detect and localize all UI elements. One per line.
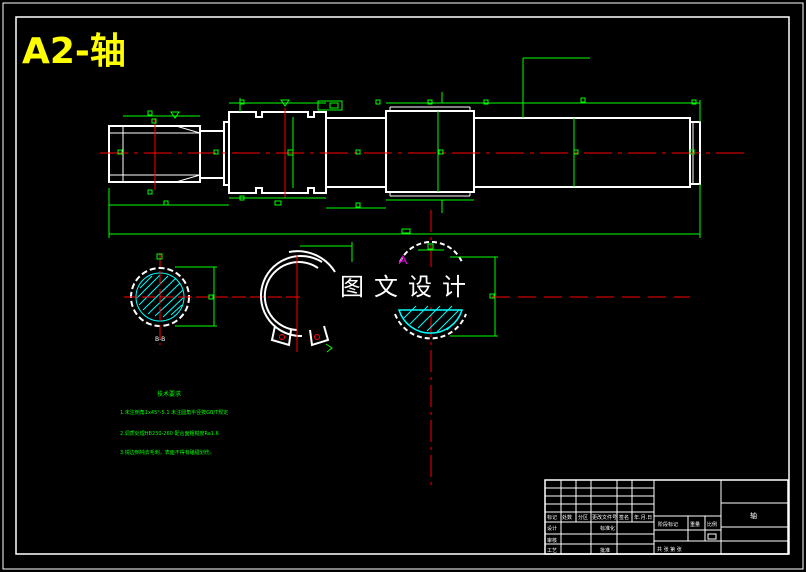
dimension-markers [117, 97, 697, 234]
tb-weight-label: 重量 [690, 521, 700, 528]
surface-finish-symbols [170, 99, 343, 119]
notes-line-3: 3.锐边倒钝去毛刺，表面不得有磕碰划伤。 [120, 449, 215, 456]
dimension-lines [108, 57, 701, 238]
drawing-title: A2-轴 [22, 31, 126, 72]
tb-design-label: 设计 [547, 525, 557, 532]
ring-dimensions [300, 242, 353, 353]
tb-process-label: 工艺 [547, 548, 557, 554]
tb-changedoc-label: 更改文件号 [592, 514, 617, 521]
tb-part-name: 轴 [750, 511, 757, 520]
drawing-frame [15, 16, 790, 555]
tb-sheet-label: 共 张 第 张 [657, 546, 682, 553]
tb-mark-label: 标记 [547, 514, 557, 521]
retaining-ring-view [260, 250, 336, 347]
title-block-text: 标记 处数 分区 更改文件号 签名 年.月.日 设计 标准化 审核 工艺 批准 … [547, 511, 757, 554]
notes-line-2: 2.调质处理HB230-260 配合面粗糙度Ra1.6 [120, 430, 219, 437]
gear-section-view [394, 241, 498, 340]
tb-standard-label: 标准化 [600, 525, 615, 532]
section-label-left: B-B [155, 336, 165, 343]
notes-line-1: 1.未注倒角1x45°-5.1 未注圆角半径按GB/T规定 [120, 409, 228, 416]
watermark-backdrop [336, 268, 484, 304]
tb-count-label: 处数 [562, 514, 572, 521]
tb-sign-label: 签名 [619, 514, 629, 521]
spline-section-view: B-B [124, 253, 300, 345]
tb-approve-label: 批准 [600, 547, 610, 554]
title-block [544, 479, 789, 555]
technical-notes: 技术要求 1.未注倒角1x45°-5.1 未注圆角半径按GB/T规定 2.调质处… [120, 390, 228, 456]
tb-date-label: 年.月.日 [634, 514, 652, 521]
notes-heading: 技术要求 [157, 390, 181, 398]
watermark-text: 图文设计 [340, 273, 476, 301]
tb-zone-label: 分区 [578, 514, 588, 521]
tb-scale-label: 比例 [707, 521, 717, 528]
tb-check-label: 审核 [547, 537, 557, 544]
tb-stage-label: 阶段标记 [658, 521, 678, 528]
